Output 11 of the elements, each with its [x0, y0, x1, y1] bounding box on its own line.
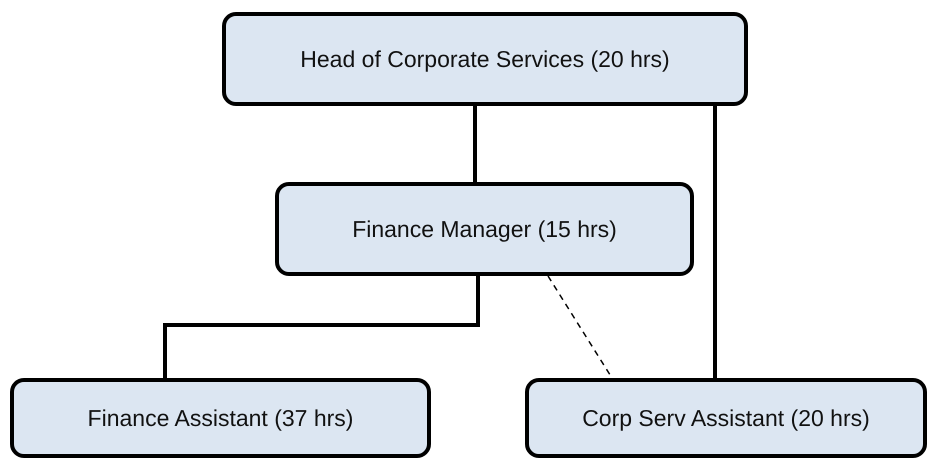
role-box	[275, 182, 694, 276]
role-title: Head of Corporate Services (20 hrs)	[300, 46, 670, 72]
role-box	[222, 12, 748, 106]
role-title: Finance Assistant (37 hrs)	[88, 404, 354, 432]
connector-line	[713, 106, 717, 378]
connector-line	[473, 106, 477, 182]
connector-line	[163, 276, 480, 378]
role-box	[10, 378, 431, 458]
role-box	[525, 378, 927, 458]
role-title: Finance Manager (15 hrs)	[352, 216, 617, 242]
role-title: Corp Serv Assistant (20 hrs)	[582, 404, 870, 432]
